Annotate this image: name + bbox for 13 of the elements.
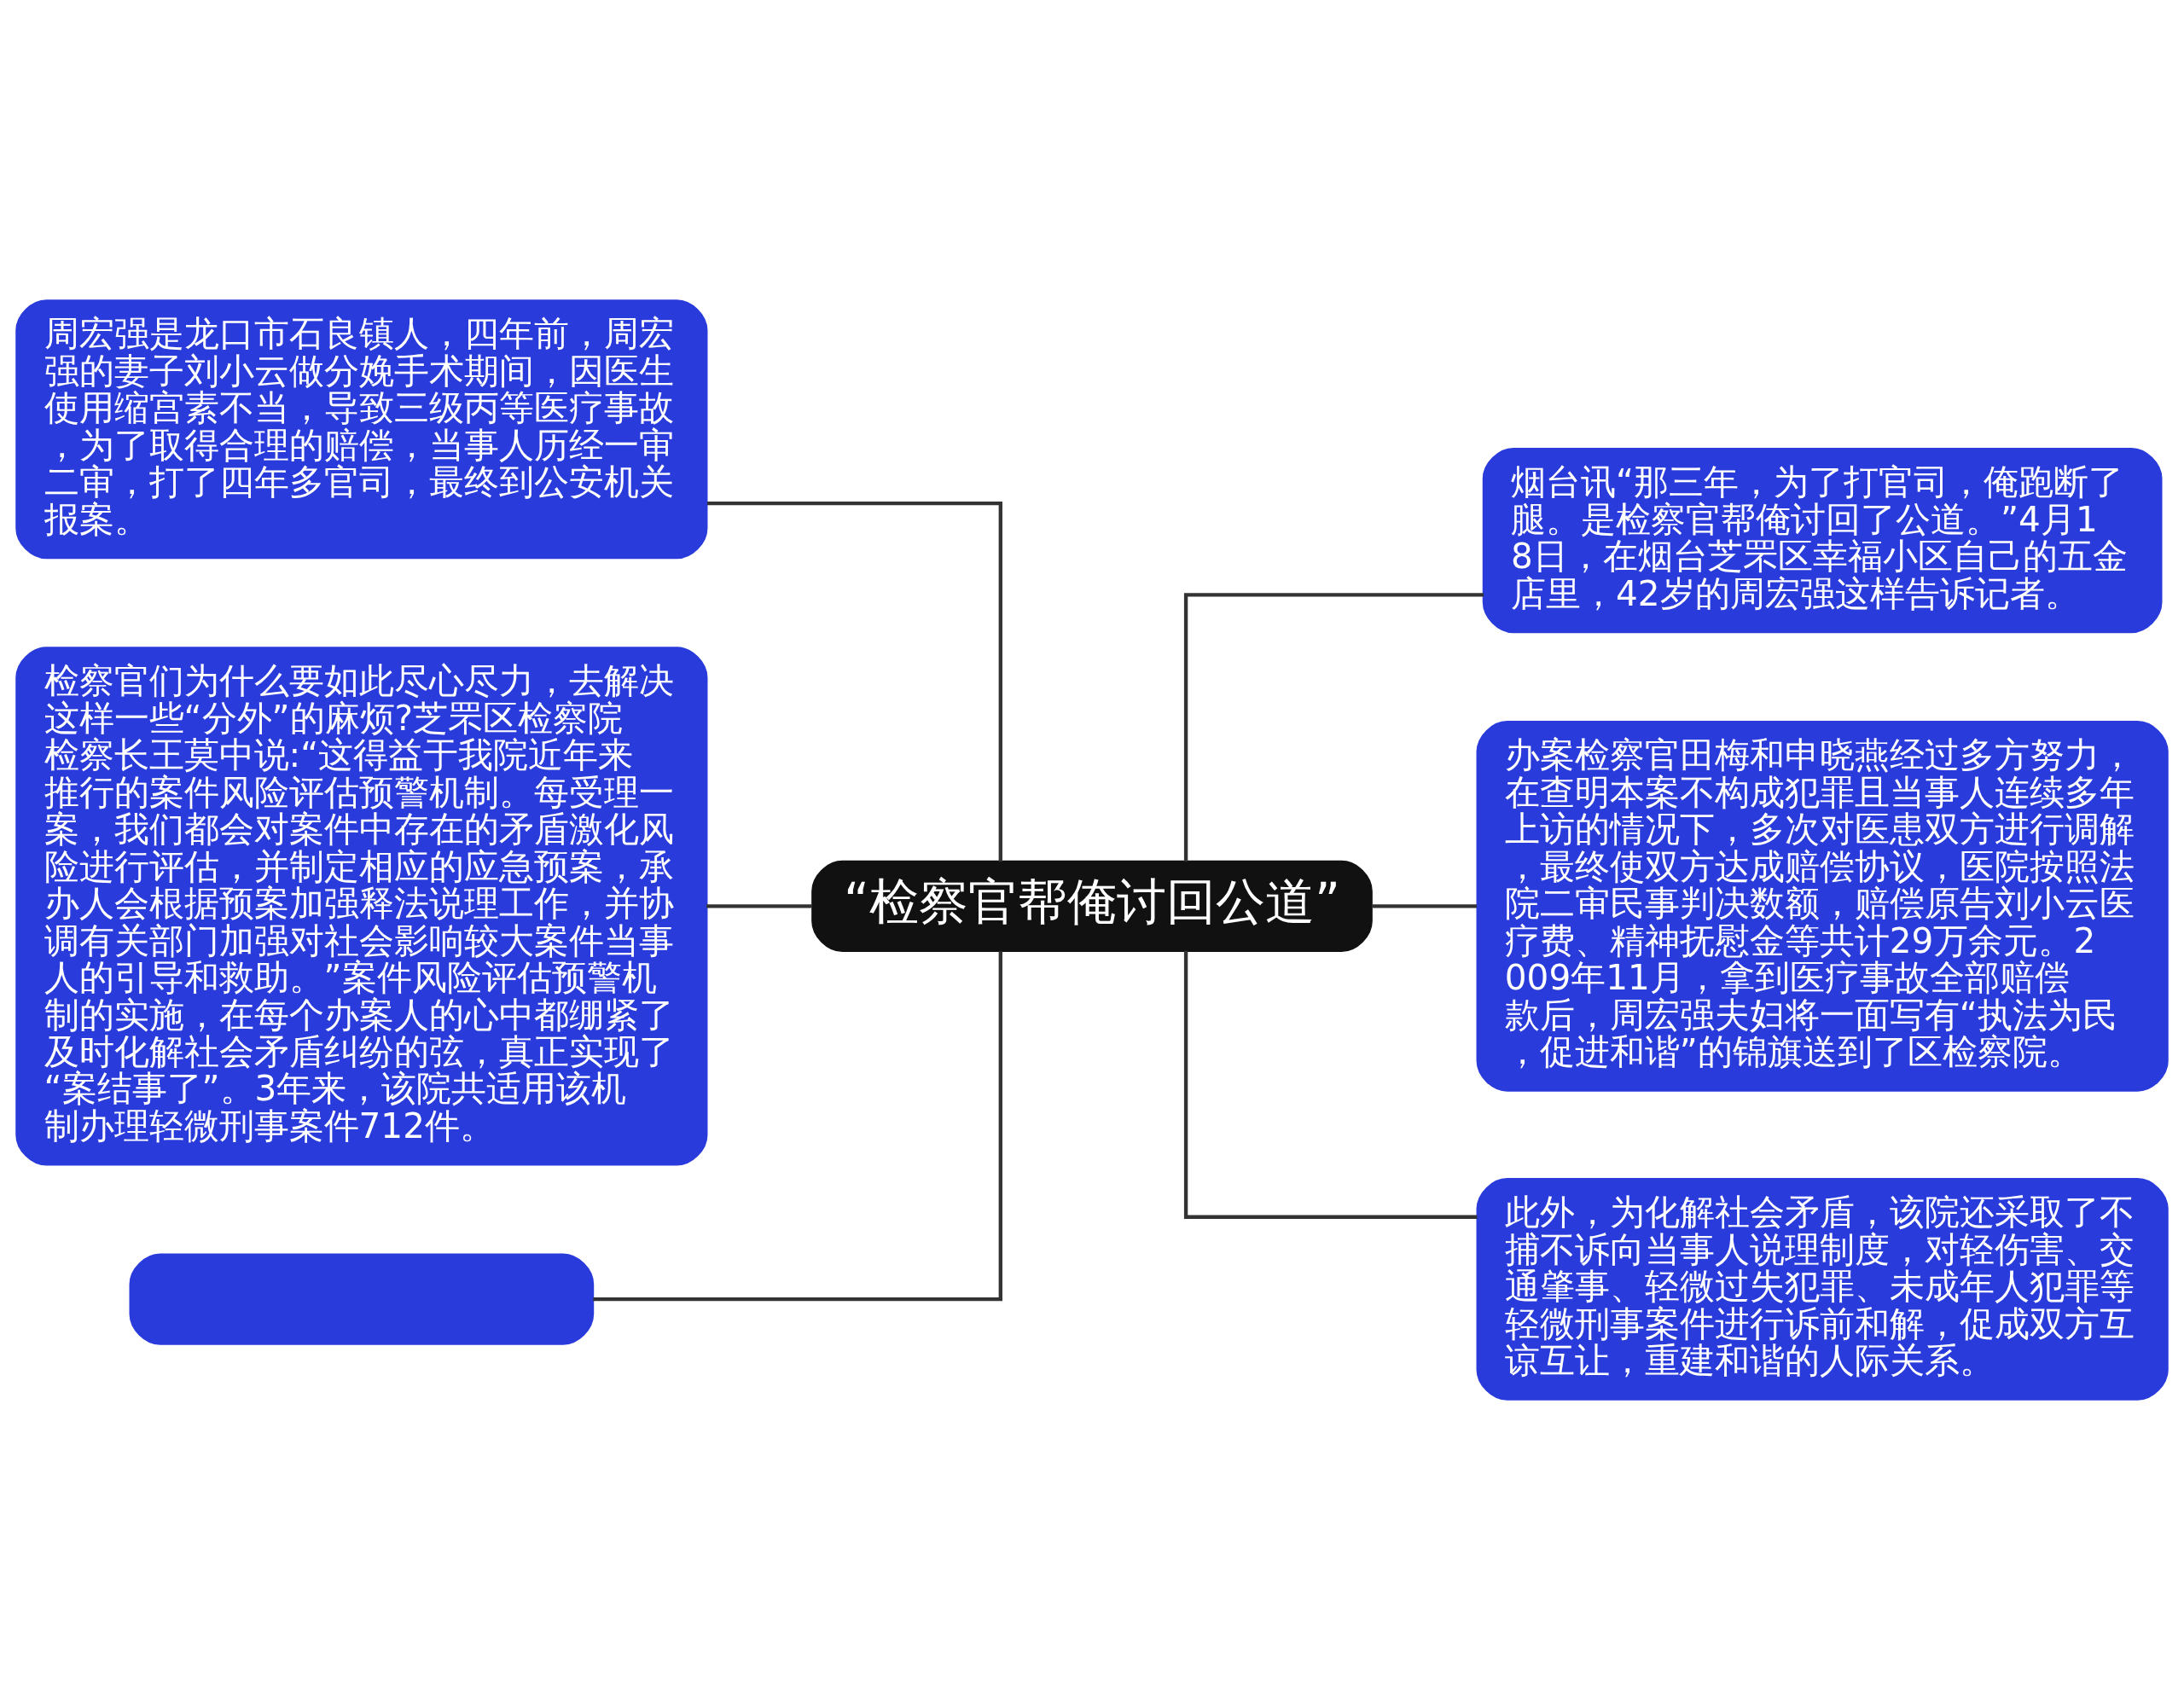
node-box: “检察官帮俺讨回公道” bbox=[811, 860, 1373, 952]
node-box bbox=[129, 1253, 595, 1345]
connector bbox=[1183, 593, 1484, 862]
connector bbox=[706, 904, 813, 908]
connector bbox=[1372, 904, 1477, 908]
connector bbox=[707, 502, 1002, 862]
node-box: 检察官们为什么要如此尽心尽力，去解决这样一些“分外”的麻烦?芝罘区检察院检察长王莫中说:“这得益于我院近年来推行的案件风险评估预警机制。每受理一案，我们都会对案件中存在的矛盾激化风险进行评估，并制定相应的应急预案，承办人会根据预案加强释法说理工作，并协调有关部门加强对社会影响较大案件当事人的引导和救助。”案件风险评估预警机制的实施，在每个办案人的心中都绷紧了及时化解社会矛盾纠纷的弦，真正实现了“案结事了”。3年来，该院共适用该机制办理轻微刑事案件712件。 bbox=[15, 647, 708, 1166]
node-box: 此外，为化解社会矛盾，该院还采取了不捕不诉向当事人说理制度，对轻伤害、交通肇事、轻微过失犯罪、未成年人犯罪等轻微刑事案件进行诉前和解，促成双方互谅互让，重建和谐的人际关系。 bbox=[1476, 1178, 2169, 1401]
node-box: 办案检察官田梅和申晓燕经过多方努力，在查明本案不构成犯罪且当事人连续多年上访的情况下，多次对医患双方进行调解，最终使双方达成赔偿协议，医院按照法院二审民事判决数额，赔偿原告刘小云医疗费、精神抚慰金等共计29万余元。2009年11月，拿到医疗事故全部赔偿款后，周宏强夫妇将一面写有“执法为民，促进和谐”的锦旗送到了区检察院。 bbox=[1476, 721, 2169, 1092]
connector bbox=[1183, 950, 1478, 1219]
node-box: 烟台讯“那三年，为了打官司，俺跑断了腿。是检察官帮俺讨回了公道。”4月18日，在烟台芝罘区幸福小区自己的五金店里，42岁的周宏强这样告诉记者。 bbox=[1482, 447, 2163, 634]
node-box: 周宏强是龙口市石良镇人，四年前，周宏强的妻子刘小云做分娩手术期间，因医生使用缩宫素不当，导致三级丙等医疗事故，为了取得合理的赔偿，当事人历经一审二审，打了四年多官司，最终到公安机关报案。 bbox=[15, 299, 708, 560]
connector bbox=[593, 951, 1002, 1302]
